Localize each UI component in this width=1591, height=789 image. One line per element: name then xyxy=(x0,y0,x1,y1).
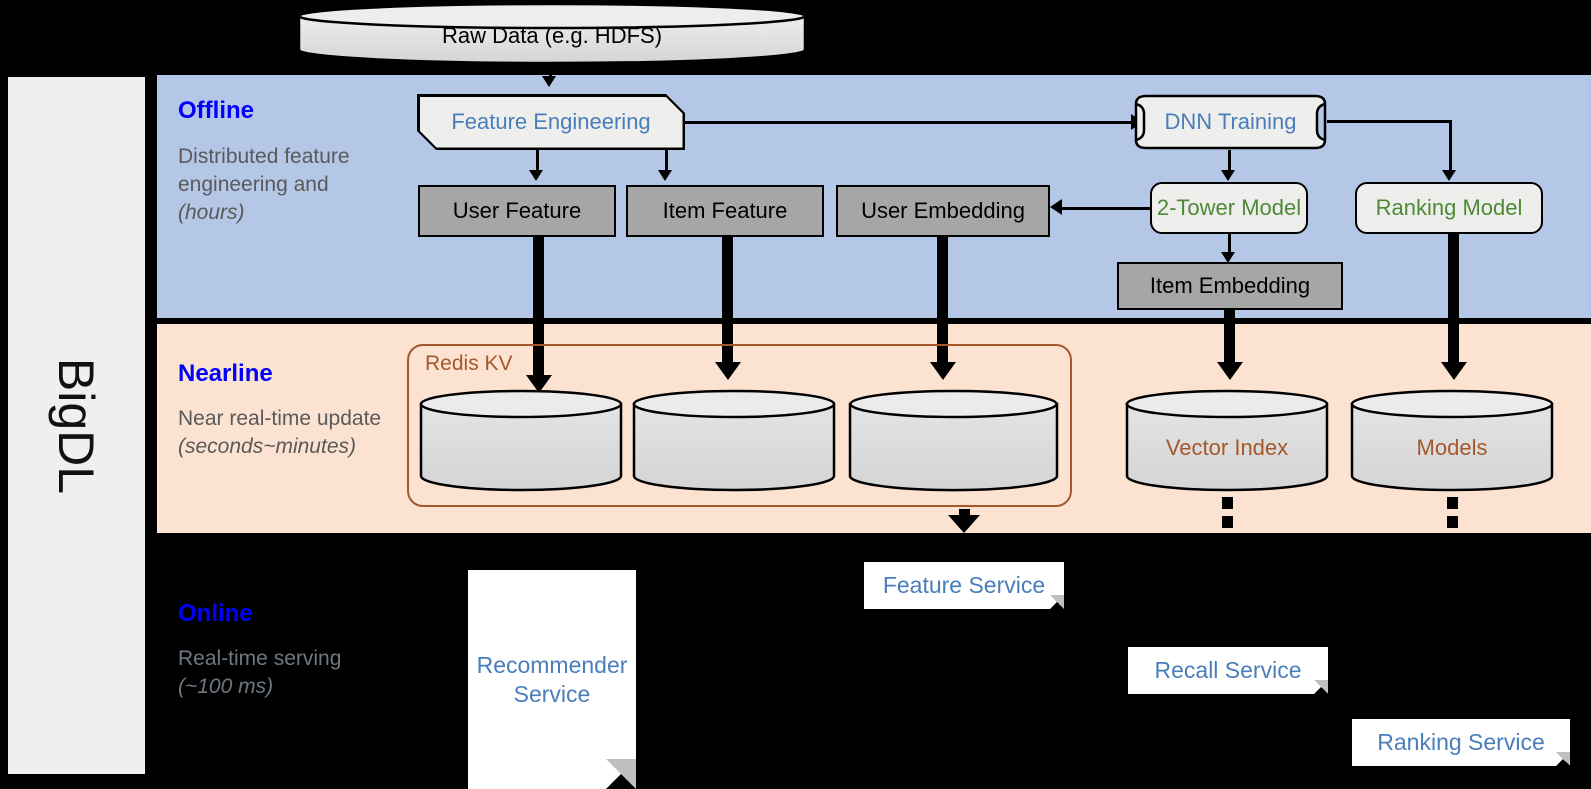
connector-fe-itemfeature xyxy=(665,150,668,174)
connector-fe-userfeature xyxy=(536,150,539,174)
arrow-fe-userfeature xyxy=(529,170,543,181)
dnn-training-node[interactable]: DNN Training xyxy=(1134,94,1327,150)
raw-data-cylinder: Raw Data (e.g. HDFS) xyxy=(296,2,808,64)
arrow-dnn-twotower xyxy=(1221,170,1235,181)
user-feature-node[interactable]: User Feature xyxy=(418,185,616,237)
item-feature-node[interactable]: Item Feature xyxy=(626,185,824,237)
recall-service-shape xyxy=(1128,647,1328,694)
arrow-itemfeature-kv2 xyxy=(715,362,741,380)
connector-twotower-userembedding xyxy=(1062,207,1152,210)
two-tower-model-label: 2-Tower Model xyxy=(1156,195,1302,220)
offline-desc-text: Distributed feature engineering and xyxy=(178,145,350,197)
redis-kv-label: Redis KV xyxy=(425,352,513,375)
online-stage-description: Real-time serving (~100 ms) xyxy=(178,645,393,701)
recall-service-label: Recall Service xyxy=(1154,657,1302,684)
arrow-rawdata-fe xyxy=(542,76,556,87)
arrow-dnn-ranking xyxy=(1442,170,1456,181)
recommender-service-shape xyxy=(468,570,636,789)
recommender-service-node[interactable]: Recommender Service xyxy=(468,570,636,789)
dnn-training-label: DNN Training xyxy=(1164,109,1297,134)
recommender-service-fold xyxy=(606,759,636,789)
arrow-fe-itemfeature xyxy=(658,170,672,181)
feature-engineering-node[interactable]: Feature Engineering xyxy=(417,94,685,150)
item-feature-label: Item Feature xyxy=(662,198,788,223)
connector-itemfeature-kv2 xyxy=(722,237,733,372)
bigdl-sidebar: BigDL xyxy=(8,77,145,774)
bigdl-label: BigDL xyxy=(48,357,105,494)
ranking-service-fold xyxy=(1556,752,1570,766)
connector-rankingmodel-models xyxy=(1448,234,1459,372)
arrow-userembedding-kv3 xyxy=(930,362,956,380)
connector-dnn-ranking-v xyxy=(1449,120,1452,174)
vector-index-cylinder[interactable]: Vector Index xyxy=(1124,388,1330,492)
models-cylinder[interactable]: Models xyxy=(1349,388,1555,492)
user-feature-label: User Feature xyxy=(452,198,582,223)
online-stage-title: Online xyxy=(178,600,253,627)
raw-data-label: Raw Data (e.g. HDFS) xyxy=(441,23,663,48)
offline-stage-description: Distributed feature engineering and (hou… xyxy=(178,143,393,227)
feature-service-shape xyxy=(864,562,1064,609)
nearline-stage-title: Nearline xyxy=(178,360,273,387)
two-tower-model-node[interactable]: 2-Tower Model xyxy=(1150,182,1308,234)
connector-vectorindex-recall-dash2 xyxy=(1222,516,1233,528)
connector-fe-dnn xyxy=(685,121,1132,124)
nearline-desc-text: Near real-time update xyxy=(178,407,382,430)
feature-engineering-label: Feature Engineering xyxy=(420,97,683,148)
ranking-model-node[interactable]: Ranking Model xyxy=(1355,182,1543,234)
kv-store-1-cylinder[interactable] xyxy=(418,388,624,492)
online-desc-text: Real-time serving xyxy=(178,647,342,670)
offline-desc-italic: (hours) xyxy=(178,201,245,225)
feature-service-fold xyxy=(1050,595,1064,609)
recommender-service-label: Recommender Service xyxy=(476,651,628,707)
feature-service-label: Feature Service xyxy=(882,572,1046,599)
item-embedding-label: Item Embedding xyxy=(1149,273,1311,298)
connector-models-ranking-dash2 xyxy=(1447,516,1458,528)
connector-twotower-itemembedding xyxy=(1228,234,1231,258)
connector-userembedding-kv3 xyxy=(937,237,948,372)
arrow-twotower-itemembedding xyxy=(1221,252,1235,263)
connector-models-ranking-dash1 xyxy=(1447,497,1458,509)
arrow-itemembedding-vectorindex xyxy=(1217,362,1243,380)
ranking-service-node[interactable]: Ranking Service xyxy=(1352,719,1570,766)
recall-service-fold xyxy=(1314,680,1328,694)
ranking-service-shape xyxy=(1352,719,1570,766)
user-embedding-label: User Embedding xyxy=(861,198,1025,223)
connector-dnn-twotower xyxy=(1228,150,1231,174)
kv-store-3-cylinder[interactable] xyxy=(847,388,1060,492)
connector-dnn-ranking-h xyxy=(1327,120,1451,123)
connector-userfeature-kv1 xyxy=(533,237,544,385)
connector-itemembedding-vectorindex xyxy=(1224,310,1235,372)
user-embedding-node[interactable]: User Embedding xyxy=(836,185,1050,237)
arrow-rankingmodel-models xyxy=(1441,362,1467,380)
offline-stage-title: Offline xyxy=(178,97,254,124)
online-desc-italic: (~100 ms) xyxy=(178,675,274,699)
item-embedding-node[interactable]: Item Embedding xyxy=(1117,262,1343,310)
ranking-model-label: Ranking Model xyxy=(1375,195,1523,220)
arrow-kv3-featureservice xyxy=(948,515,980,533)
kv-store-2-cylinder[interactable] xyxy=(631,388,837,492)
feature-service-node[interactable]: Feature Service xyxy=(864,562,1064,609)
vector-index-label: Vector Index xyxy=(1165,435,1289,460)
models-label: Models xyxy=(1416,435,1488,460)
connector-rawdata-fe xyxy=(549,64,552,82)
redis-kv-container xyxy=(407,344,1072,507)
arrow-userfeature-kv1 xyxy=(526,375,552,393)
connector-vectorindex-recall-dash1 xyxy=(1222,497,1233,509)
ranking-service-label: Ranking Service xyxy=(1377,729,1545,756)
arrow-twotower-userembedding xyxy=(1050,199,1062,215)
nearline-desc-italic: (seconds~minutes) xyxy=(178,435,356,459)
recall-service-node[interactable]: Recall Service xyxy=(1128,647,1328,694)
nearline-stage-description: Near real-time update (seconds~minutes) xyxy=(178,405,408,461)
